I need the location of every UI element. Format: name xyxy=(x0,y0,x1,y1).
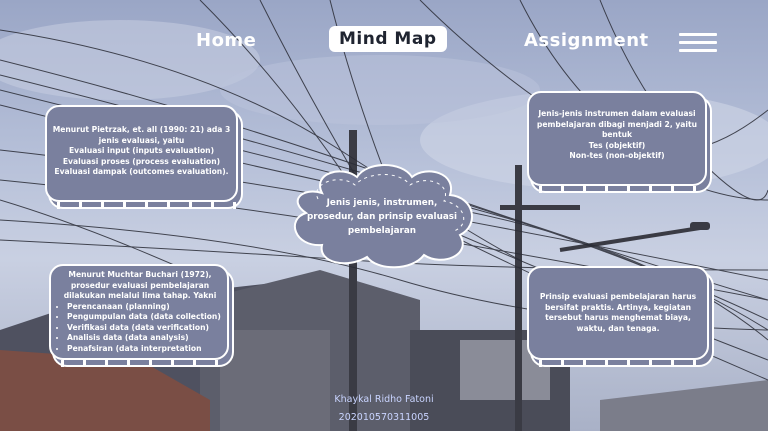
nav-assignment-link[interactable]: Assignment xyxy=(524,30,649,51)
card-item: Evaluasi input (inputs evaluation) xyxy=(68,146,215,155)
student-id: 202010570311005 xyxy=(338,412,430,423)
procedure-list: Perencanaan (planning) Pengumpulan data … xyxy=(57,302,223,355)
card-jenis-evaluasi: Menurut Pietrzak, et. all (1990: 21) ada… xyxy=(45,105,240,209)
card-intro: Menurut Pietrzak, et. all (1990: 21) ada… xyxy=(52,125,231,145)
card-item: Non-tes (non-objektif) xyxy=(569,151,665,160)
nav-home-link[interactable]: Home xyxy=(196,30,257,51)
hamburger-menu-icon[interactable] xyxy=(679,33,717,55)
card-item: Evaluasi dampak (outcomes evaluation). xyxy=(54,167,229,176)
center-topic-text: Jenis jenis, instrumen, prosedur, dan pr… xyxy=(306,198,458,236)
card-stripes xyxy=(57,202,240,209)
card-jenis-instrumen: Jenis-jenis instrumen dalam evaluasi pem… xyxy=(527,91,709,193)
author-name: Khaykal Ridho Fatoni xyxy=(334,394,434,405)
list-item: Penafsiran (data interpretation xyxy=(67,344,223,355)
card-prinsip-evaluasi: Prinsip evaluasi pembelajaran harus bers… xyxy=(527,266,711,367)
nav-mind-map-link[interactable]: Mind Map xyxy=(329,26,447,52)
center-topic-cloud: Jenis jenis, instrumen, prosedur, dan pr… xyxy=(282,163,482,271)
card-prosedur-evaluasi: Menurut Muchtar Buchari (1972), prosedur… xyxy=(49,264,231,367)
list-item: Perencanaan (planning) xyxy=(67,302,223,313)
card-item: Tes (objektif) xyxy=(588,140,646,150)
cloud-shape xyxy=(294,164,473,269)
card-intro: Jenis-jenis instrumen dalam evaluasi pem… xyxy=(536,109,698,139)
list-item: Verifikasi data (data verification) xyxy=(67,323,223,334)
list-item: Pengumpulan data (data collection) xyxy=(67,312,223,323)
card-stripes xyxy=(61,360,231,367)
card-intro: Menurut Muchtar Buchari (1972), prosedur… xyxy=(63,270,217,300)
list-item: Analisis data (data analysis) xyxy=(67,333,223,344)
top-navigation: Home Mind Map Assignment xyxy=(0,26,768,60)
card-text: Prinsip evaluasi pembelajaran harus bers… xyxy=(539,292,697,333)
card-stripes xyxy=(539,186,709,193)
card-stripes xyxy=(539,360,711,367)
card-item: Evaluasi proses (process evaluation) xyxy=(62,156,221,166)
